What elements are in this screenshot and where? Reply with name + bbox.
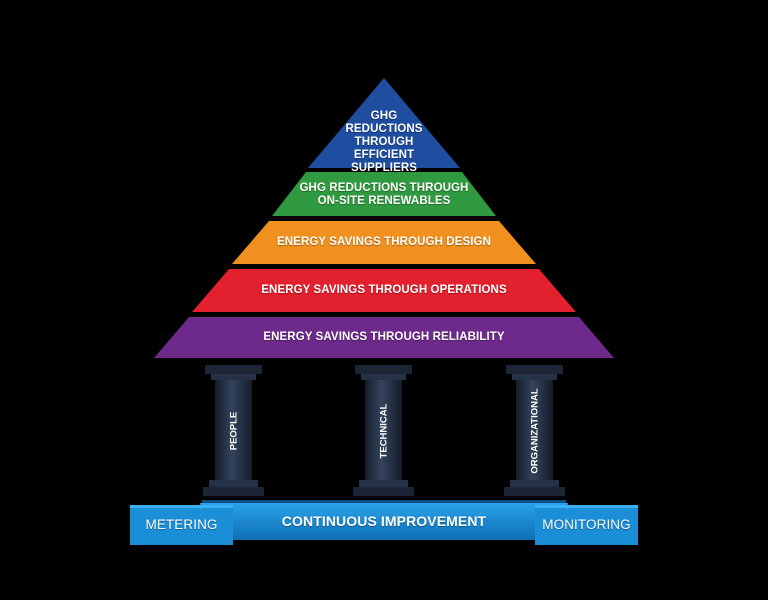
continuous-improvement-label: CONTINUOUS IMPROVEMENT bbox=[281, 513, 487, 529]
tier-label-design: ENERGY SAVINGS THROUGH DESIGN bbox=[240, 236, 528, 249]
tier-label-line: ENERGY SAVINGS THROUGH OPERATIONS bbox=[261, 284, 507, 296]
tier-label-line: ON-SITE RENEWABLES bbox=[317, 195, 451, 207]
tier-label-line: GHG bbox=[370, 110, 398, 122]
metering-box bbox=[130, 505, 233, 545]
monitoring-box bbox=[535, 505, 638, 545]
base-bar bbox=[200, 503, 568, 540]
pyramid-tier-2 bbox=[272, 172, 496, 216]
pyramid-tier-1 bbox=[308, 78, 460, 168]
tier-label-renewables: GHG REDUCTIONS THROUGH ON-SITE RENEWABLE… bbox=[280, 182, 488, 208]
tier-label-reliability: ENERGY SAVINGS THROUGH RELIABILITY bbox=[160, 331, 608, 344]
tier-label-line: REDUCTIONS bbox=[345, 123, 423, 135]
metering-label: METERING bbox=[145, 517, 218, 532]
tier-label-line: ENERGY SAVINGS THROUGH DESIGN bbox=[277, 236, 491, 248]
pyramid-tier-4 bbox=[192, 269, 576, 312]
pillar-technical bbox=[353, 365, 414, 496]
pillar-organizational bbox=[504, 365, 565, 496]
tier-label-line: EFFICIENT SUPPLIERS bbox=[350, 149, 418, 174]
monitoring-label: MONITORING bbox=[542, 517, 631, 532]
base-bar-shadow bbox=[202, 500, 566, 503]
tier-label-efficient-suppliers: GHG REDUCTIONS THROUGH EFFICIENT SUPPLIE… bbox=[320, 110, 448, 175]
pillar-people bbox=[203, 365, 264, 496]
tier-label-line: GHG REDUCTIONS THROUGH bbox=[299, 182, 469, 194]
pillar-label-people: PEOPLE bbox=[228, 411, 240, 451]
pillar-label-technical: TECHNICAL bbox=[378, 403, 390, 459]
pyramid-tier-5 bbox=[154, 317, 614, 358]
tier-label-line: ENERGY SAVINGS THROUGH RELIABILITY bbox=[263, 331, 505, 343]
pyramid-tier-3 bbox=[232, 221, 536, 264]
tier-label-operations: ENERGY SAVINGS THROUGH OPERATIONS bbox=[200, 284, 568, 297]
pillar-label-organizational: ORGANIZATIONAL bbox=[529, 388, 541, 474]
tier-label-line: THROUGH bbox=[354, 136, 414, 148]
